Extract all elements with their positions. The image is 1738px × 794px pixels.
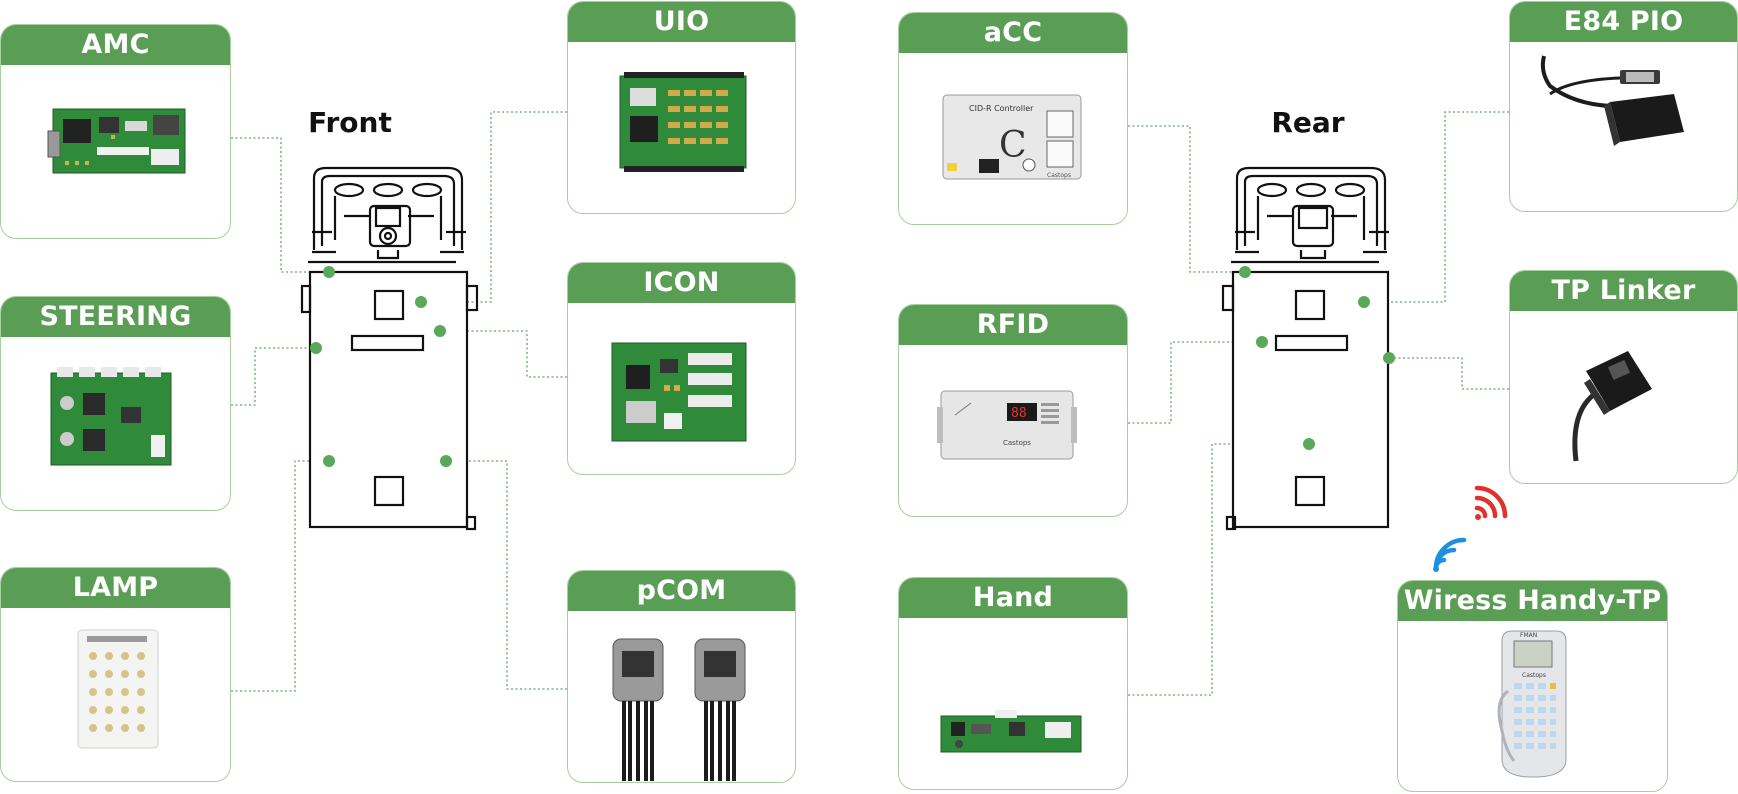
module-card-icon[interactable]: ICON	[567, 262, 796, 475]
icon-connector	[440, 330, 567, 378]
module-title: LAMP	[1, 568, 230, 608]
module-title: Hand	[899, 578, 1127, 618]
wifi-signal-icon	[1474, 485, 1508, 519]
module-card-tp-linker[interactable]: TP Linker	[1509, 270, 1738, 484]
connector-module-image	[612, 638, 746, 781]
rear-view-title: Rear	[1271, 106, 1345, 139]
module-card-pcom[interactable]: pCOM	[567, 570, 796, 783]
acc-connector	[1128, 125, 1245, 273]
front-vehicle	[300, 166, 479, 531]
module-card-amc[interactable]: AMC	[0, 24, 231, 239]
module-title: TP Linker	[1510, 271, 1737, 311]
circuit-board-image	[940, 710, 1082, 753]
rfid-reader-image: 88 Castops	[937, 390, 1077, 460]
module-card-wireless-handy-tp[interactable]: Wiress Handy-TP FMAN Castops	[1397, 580, 1668, 792]
module-card-e84-pio[interactable]: E84 PIO	[1509, 1, 1738, 212]
circuit-board-image	[611, 342, 747, 442]
module-card-lamp[interactable]: LAMP	[0, 567, 231, 782]
rfid-display: 88	[1011, 406, 1027, 421]
module-title: E84 PIO	[1510, 2, 1737, 42]
tp-linker-image	[1572, 351, 1652, 462]
led-panel-image	[77, 629, 159, 749]
module-card-uio[interactable]: UIO	[567, 1, 796, 214]
handy-brand-label: Castops	[1522, 672, 1546, 679]
module-title: RFID	[899, 305, 1127, 345]
e84-sensor-image	[1540, 55, 1684, 146]
connection-dots	[310, 266, 1395, 467]
uio-connector	[421, 111, 567, 303]
module-card-acc[interactable]: aCC CID-R Controller C Castops	[898, 12, 1128, 225]
circuit-board-image	[47, 108, 186, 174]
module-title: Wiress Handy-TP	[1398, 581, 1667, 621]
e84-connector	[1364, 111, 1509, 303]
amc-connector	[231, 137, 329, 273]
controller-letter: C	[999, 125, 1027, 166]
module-title: ICON	[568, 263, 795, 303]
controller-brand: Castops	[1047, 172, 1071, 179]
module-title: aCC	[899, 13, 1127, 53]
steering-connector	[231, 347, 316, 406]
controller-image: CID-R Controller C Castops	[942, 94, 1082, 180]
module-card-rfid[interactable]: RFID 88 Castops	[898, 304, 1128, 517]
controller-title: CID-R Controller	[969, 104, 1034, 113]
rfid-brand: Castops	[1003, 439, 1031, 447]
wifi-signal-icon	[1433, 537, 1467, 571]
module-card-hand[interactable]: Hand	[898, 577, 1128, 790]
circuit-board-image	[50, 367, 172, 466]
module-title: UIO	[568, 2, 795, 42]
handheld-terminal-image: FMAN Castops	[1497, 630, 1567, 778]
circuit-board-image	[619, 72, 747, 172]
module-card-steering[interactable]: STEERING	[0, 296, 231, 511]
module-title: pCOM	[568, 571, 795, 611]
rear-vehicle	[1221, 166, 1390, 531]
module-title: AMC	[1, 25, 230, 65]
module-title: STEERING	[1, 297, 230, 337]
tplinker-connector	[1389, 357, 1509, 390]
front-view-title: Front	[308, 106, 392, 139]
handy-model-label: FMAN	[1520, 632, 1537, 639]
